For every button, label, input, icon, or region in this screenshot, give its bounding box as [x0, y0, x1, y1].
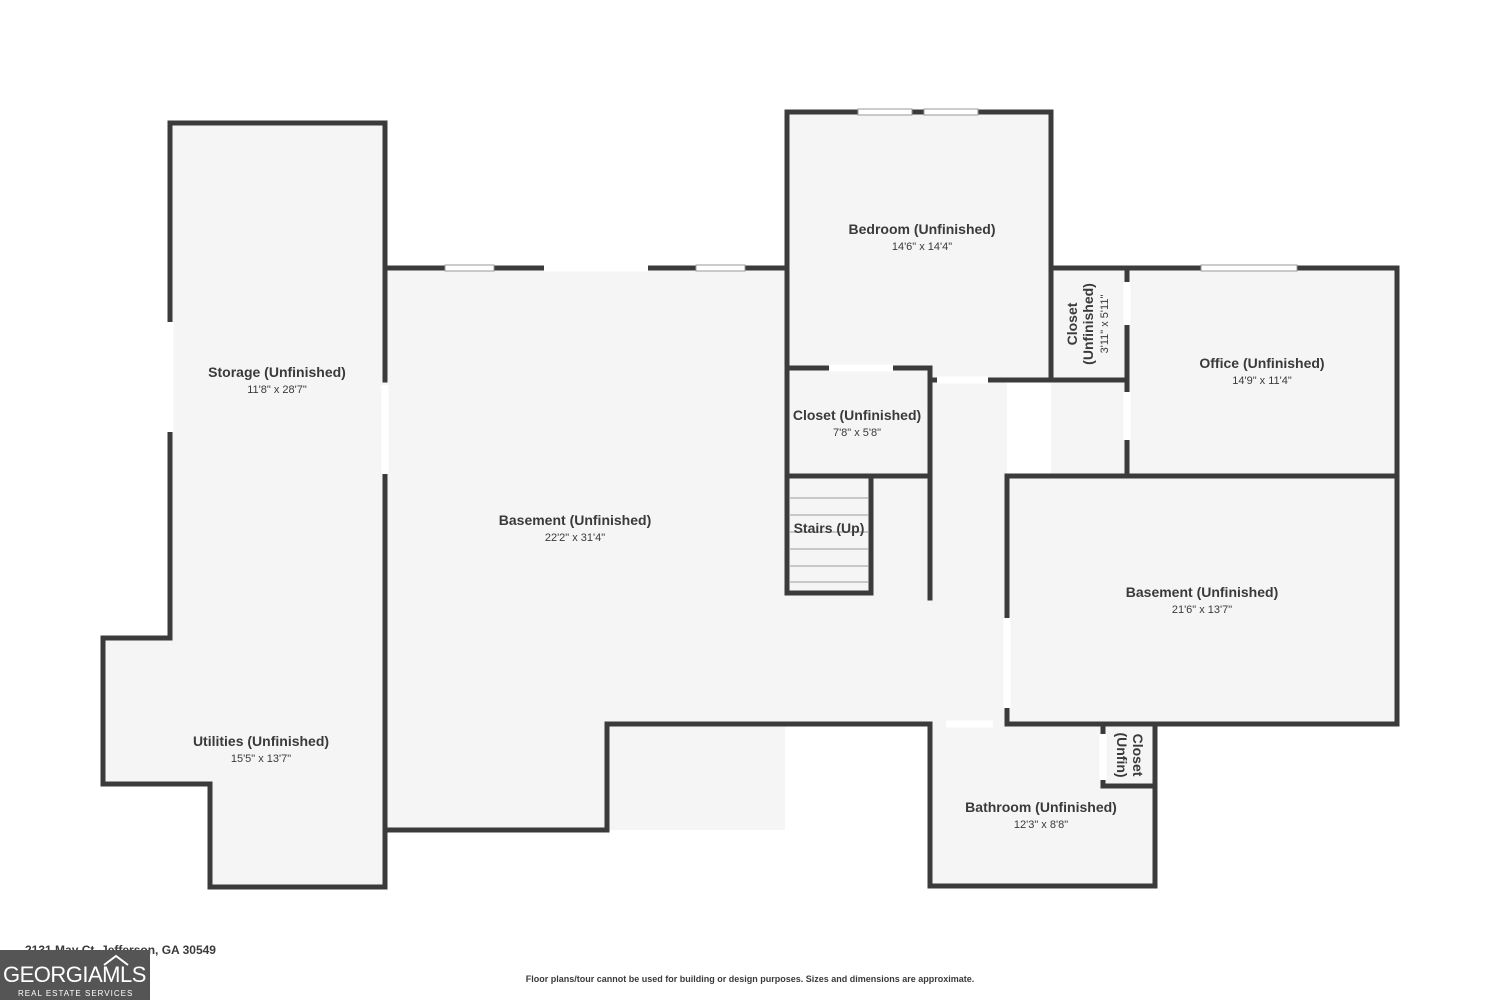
- closet-mid-dim: 7'8" x 5'8": [833, 427, 881, 439]
- closet-mid-name: Closet (Unfinished): [793, 407, 921, 423]
- utilities-name: Utilities (Unfinished): [193, 733, 329, 749]
- office-name: Office (Unfinished): [1199, 355, 1324, 371]
- room-labels: Storage (Unfinished) 11'8" x 28'7" Utili…: [193, 221, 1325, 831]
- basement-main-dim: 22'2" x 31'4": [545, 532, 605, 544]
- logo-tagline: REAL ESTATE SERVICES: [18, 989, 134, 998]
- house-roof-icon: [103, 954, 129, 966]
- bathroom-dim: 12'3" x 8'8": [1014, 819, 1068, 831]
- floor-fills: [103, 112, 1397, 887]
- closet-small-name-1: Closet: [1130, 734, 1146, 777]
- closet-vert-name-1: Closet: [1064, 302, 1080, 345]
- closet-vert-name-2: (Unfinished): [1080, 283, 1096, 365]
- basement-right-dim: 21'6" x 13'7": [1172, 604, 1232, 616]
- basement-main-name: Basement (Unfinished): [499, 512, 651, 528]
- windows: [444, 108, 1298, 272]
- storage-name: Storage (Unfinished): [208, 364, 346, 380]
- bedroom-name: Bedroom (Unfinished): [849, 221, 996, 237]
- utilities-dim: 15'5" x 13'7": [231, 753, 291, 765]
- bedroom-dim: 14'6" x 14'4": [892, 241, 952, 253]
- bathroom-name: Bathroom (Unfinished): [965, 799, 1117, 815]
- closet-vert-dim: 3'11" x 5'11": [1099, 295, 1111, 354]
- georgia-mls-logo: GEORGIAMLS REAL ESTATE SERVICES: [0, 950, 150, 1000]
- stair-treads: [790, 497, 868, 583]
- logo-wordmark: GEORGIAMLS: [3, 962, 146, 987]
- stairs-name: Stairs (Up): [794, 520, 865, 536]
- office-dim: 14'9" x 11'4": [1232, 375, 1292, 387]
- storage-dim: 11'8" x 28'7": [247, 384, 307, 396]
- basement-right-name: Basement (Unfinished): [1126, 584, 1278, 600]
- door-openings: [166, 264, 1131, 780]
- disclaimer-text: Floor plans/tour cannot be used for buil…: [525, 974, 975, 984]
- closet-small-name-2: (Unfin): [1114, 732, 1130, 777]
